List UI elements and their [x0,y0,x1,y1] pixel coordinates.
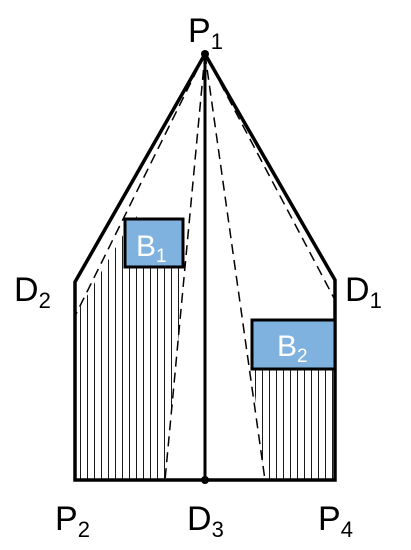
right-hatched-region [252,370,335,480]
label-p1: P1 [188,12,223,54]
dashed-line-p1-left-base [164,53,206,481]
box-b2-label: B2 [277,330,308,367]
label-p4: P4 [318,500,353,542]
left-hatched-region [75,215,185,480]
label-d2: D2 [14,271,51,313]
label-d1: D1 [345,271,382,313]
box-b2: B2 [250,318,337,371]
box-b2-rect [250,318,337,371]
dashed-line-p1-d1 [204,53,336,301]
box-b1-label: B1 [136,230,167,267]
label-p2: P2 [55,500,90,542]
point-d3-dot [201,476,209,484]
box-b1-rect [123,217,185,269]
dashed-line-p1-d2 [74,53,206,317]
point-p1-dot [201,50,209,58]
dashed-lines [74,53,336,481]
dashed-line-p1-right-base [204,53,266,481]
label-d3: D3 [187,500,224,542]
box-b1: B1 [123,217,185,269]
